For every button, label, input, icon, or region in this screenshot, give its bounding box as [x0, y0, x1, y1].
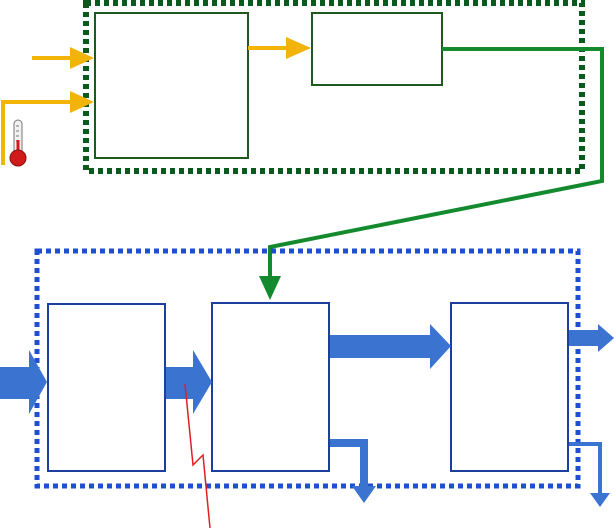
- bottom-process-box-1: [47, 303, 166, 472]
- top-group-frame: [83, 0, 585, 174]
- box1-to-box2-arrow-blue: [166, 350, 212, 414]
- inflow-arrow: [0, 350, 47, 414]
- bottom-process-box-3: [450, 302, 569, 472]
- outflow-arrow: [569, 324, 614, 352]
- top-process-box-2: [311, 12, 443, 86]
- green-link-arrow: [259, 47, 604, 300]
- top-process-box-1: [94, 12, 249, 159]
- box3-side-outlet: [569, 442, 610, 507]
- input-arrow-top: [32, 47, 94, 69]
- input-arrow-bottom: [1, 91, 94, 165]
- bottom-process-box-2: [211, 302, 330, 472]
- red-signal-line: [184, 383, 211, 528]
- thermometer-icon: [9, 119, 27, 167]
- box2-side-outlet: [330, 439, 376, 503]
- box1-to-box2-arrow: [248, 37, 311, 59]
- box2-to-box3-arrow: [330, 324, 451, 369]
